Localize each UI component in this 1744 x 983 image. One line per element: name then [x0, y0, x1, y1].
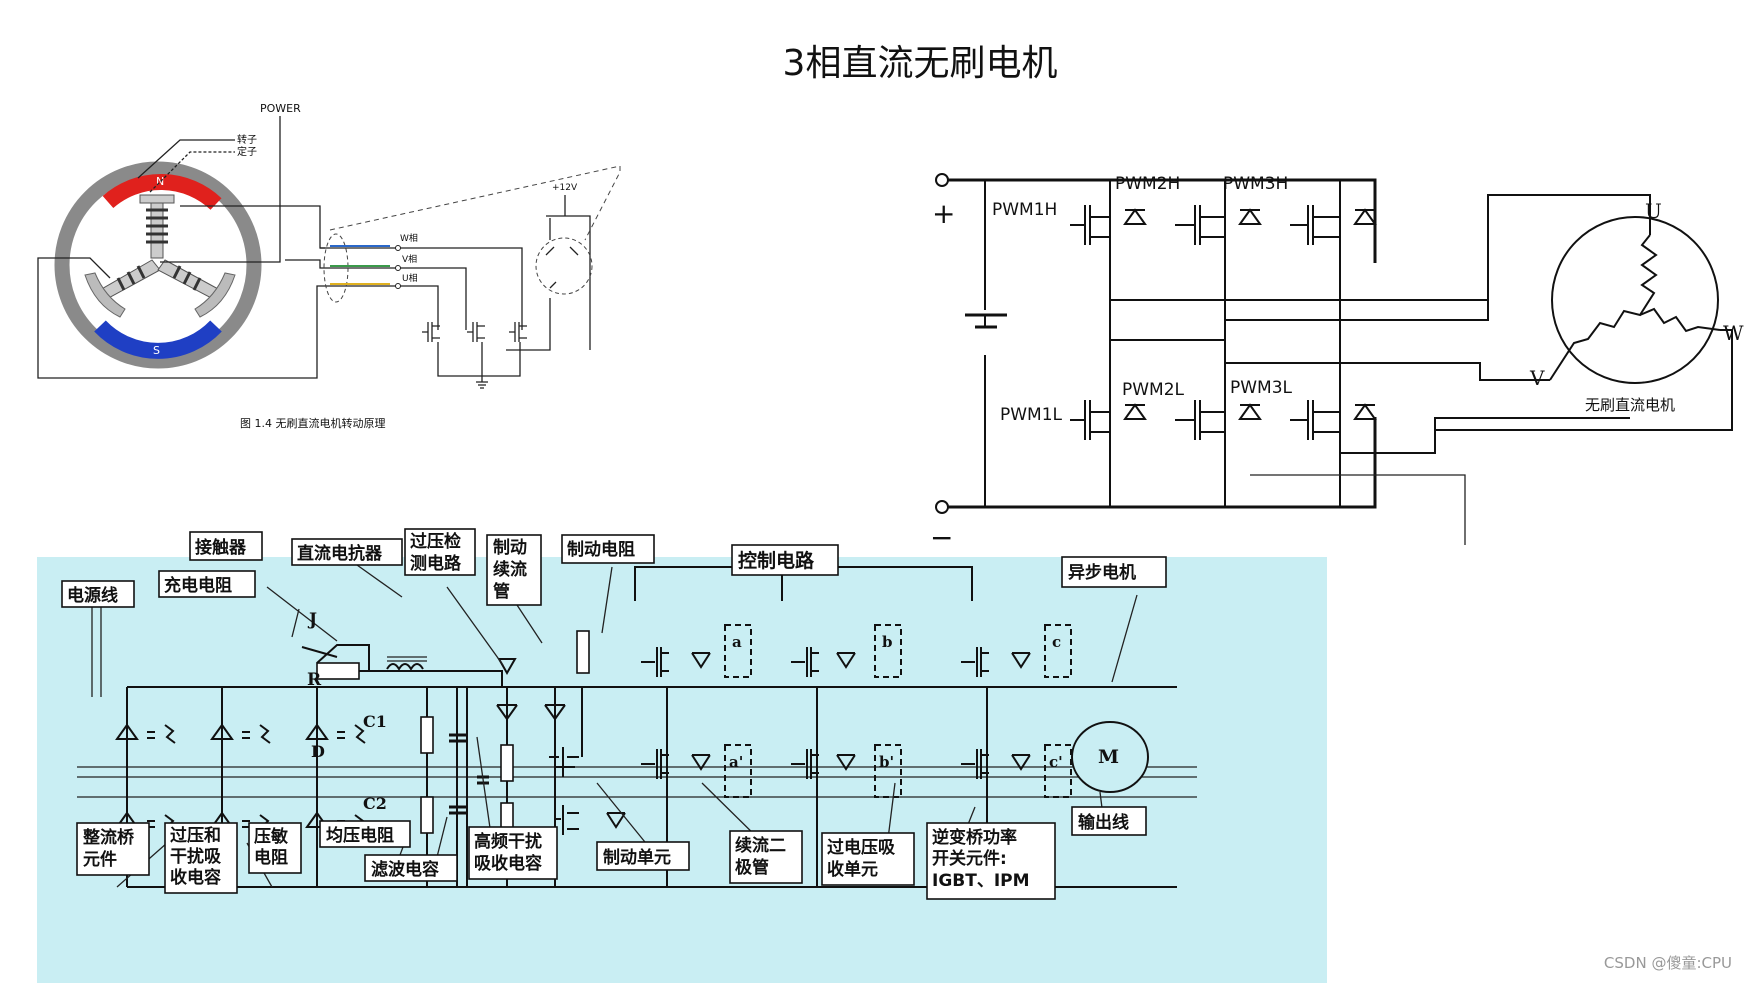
v-label: V	[1529, 366, 1545, 390]
surge-cap-label-3: 收电容	[170, 867, 221, 888]
igbt-high	[641, 647, 1031, 677]
bldc-motor	[1551, 216, 1719, 384]
supply-label: +12V	[552, 183, 578, 193]
three-phase-bridge-figure: + − PWM1H PWM2H PWM3H PWM1L PWM2L PWM3L …	[930, 173, 1744, 554]
phase-v-label: V相	[402, 253, 417, 265]
minus-label: −	[930, 521, 953, 554]
freewheel-label-2: 极管	[735, 857, 769, 878]
overvoltage-detect-label-1: 过压检	[410, 531, 461, 552]
output-line-label: 输出线	[1078, 812, 1129, 833]
surge-cap-label-2: 干扰吸	[170, 846, 222, 867]
mark-a-prime: a'	[729, 753, 743, 771]
bldc-principle-figure: N S 转子 定子 POWER W相 V相 U相 +12V	[37, 102, 621, 430]
dc-reactor-label: 直流电抗器	[297, 543, 383, 564]
mark-m: M	[1098, 746, 1119, 768]
balance-resistor-label: 均压电阻	[326, 825, 394, 846]
pwm2h-label: PWM2H	[1115, 174, 1180, 194]
high-side-switches	[1070, 205, 1377, 245]
u-label: U	[1645, 199, 1662, 223]
mark-a: a	[732, 633, 742, 651]
low-side-switches	[1070, 400, 1377, 440]
brake-tube-label-2: 续流	[493, 559, 527, 580]
mark-c: c	[1052, 633, 1061, 651]
inverter-label-3: IGBT、IPM	[932, 871, 1030, 891]
control-circuit-label: 控制电路	[738, 549, 815, 572]
mark-r: R	[307, 670, 322, 690]
hf-cap-label-1: 高频干扰	[474, 831, 542, 852]
varistor-label-1: 压敏	[254, 826, 288, 847]
plus-label: +	[932, 197, 955, 230]
mark-c2: C2	[363, 794, 387, 813]
stator-ring	[54, 161, 262, 369]
stator-winding-u	[1549, 234, 1658, 381]
freewheel-label-1: 续流二	[735, 835, 786, 856]
plus-terminal	[935, 173, 949, 187]
varistor-label-2: 电阻	[254, 847, 288, 868]
motor-label: 无刷直流电机	[1585, 396, 1675, 414]
south-magnet	[94, 320, 222, 359]
phase-w-label: W相	[400, 232, 418, 244]
surge-cap-label-1: 过压和	[170, 826, 221, 846]
dc-reactor	[386, 663, 424, 671]
ov-absorb-label-2: 收单元	[827, 859, 878, 880]
brake-unit-label: 制动单元	[603, 847, 671, 868]
figure-caption: 图 1.4 无刷直流电机转动原理	[240, 416, 386, 430]
mark-j: J	[307, 610, 317, 630]
stator-label: 定子	[237, 145, 257, 158]
brake-resistor-label: 制动电阻	[567, 539, 635, 560]
async-motor	[1071, 721, 1149, 793]
balance-resistor-2	[420, 796, 434, 834]
mark-b-prime: b'	[879, 753, 894, 771]
stator-winding-w	[1639, 307, 1721, 333]
inverter-label-2: 开关元件:	[932, 848, 1007, 869]
pwm2l-label: PWM2L	[1122, 380, 1185, 400]
contactor-label: 接触器	[195, 537, 247, 558]
mark-c1: C1	[363, 712, 387, 731]
stator-poles	[84, 194, 236, 318]
pwm3l-label: PWM3L	[1230, 378, 1293, 398]
async-motor-label: 异步电机	[1068, 562, 1136, 583]
mosfet-switches	[422, 322, 527, 342]
inverter-label-1: 逆变桥功率	[932, 827, 1017, 848]
w-label: W	[1723, 321, 1744, 345]
fig3-labels: 接触器 直流电抗器 过压检 测电路 制动 续流 管 制动电阻 控制电路 异步电机…	[61, 528, 1167, 900]
brake-resistor-element	[576, 630, 590, 674]
charge-resistor-label: 充电电阻	[164, 575, 232, 596]
south-label: S	[153, 344, 160, 357]
brake-tube-label-3: 管	[493, 581, 510, 602]
power-label: POWER	[260, 102, 301, 115]
phase-u-label: U相	[402, 272, 418, 284]
minus-terminal	[935, 500, 949, 514]
pwm1l-label: PWM1L	[1000, 405, 1063, 425]
ov-absorb-label-1: 过电压吸	[827, 837, 896, 858]
mark-d: D	[311, 742, 325, 761]
pwm1h-label: PWM1H	[992, 200, 1057, 220]
pwm3h-label: PWM3H	[1223, 174, 1288, 194]
rectifier-label-2: 元件	[83, 849, 117, 870]
hf-cap-label-2: 吸收电容	[474, 853, 542, 874]
inverter-circuit-figure: 接触器 直流电抗器 过压检 测电路 制动 续流 管 制动电阻 控制电路 异步电机…	[37, 528, 1327, 983]
igbt-low	[641, 749, 1031, 779]
rectifier-label-1: 整流桥	[83, 827, 135, 848]
filter-cap-label: 滤波电容	[371, 859, 439, 880]
mark-c-prime: c'	[1049, 753, 1063, 771]
power-line-label: 电源线	[67, 585, 118, 606]
north-magnet	[102, 174, 222, 210]
brake-tube-label-1: 制动	[493, 537, 527, 558]
overvoltage-detect-label-2: 测电路	[410, 553, 462, 574]
charge-resistor	[316, 662, 360, 680]
rotor-label: 转子	[237, 133, 257, 146]
balance-resistor-1	[420, 716, 434, 754]
page-title: 3相直流无刷电机	[782, 43, 1058, 84]
north-label: N	[156, 175, 164, 188]
watermark: CSDN @傻童:CPU	[1603, 954, 1732, 972]
mark-b: b	[882, 633, 893, 651]
